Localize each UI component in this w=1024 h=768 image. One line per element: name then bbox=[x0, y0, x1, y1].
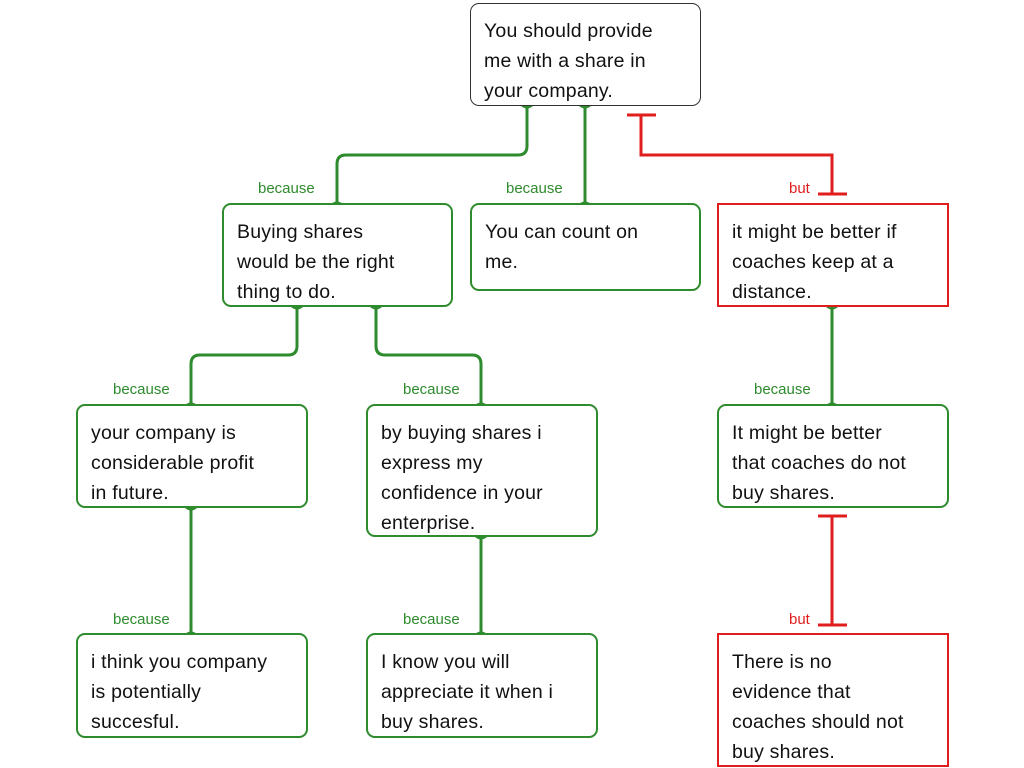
node-line: distance. bbox=[732, 281, 812, 303]
junction-root-count bbox=[579, 106, 591, 109]
label-profit: because bbox=[113, 381, 170, 398]
node-line: Buying shares bbox=[237, 221, 364, 243]
node-count-on-me[interactable]: You can count on me. bbox=[470, 203, 701, 291]
label-confidence: because bbox=[403, 381, 460, 398]
label-count: because bbox=[506, 180, 563, 197]
node-potentially-successful[interactable]: i think you company is potentially succe… bbox=[76, 633, 308, 738]
node-line: You can count on bbox=[485, 221, 639, 243]
node-line: i think you company bbox=[91, 651, 268, 673]
node-line: buy shares. bbox=[732, 482, 836, 504]
connector-buying-profit bbox=[189, 307, 299, 405]
junction-profit-successful bbox=[185, 508, 197, 511]
node-considerable-profit[interactable]: your company is considerable profit in f… bbox=[76, 404, 308, 508]
node-root-claim[interactable]: You should provide me with a share in yo… bbox=[470, 3, 701, 106]
node-line: by buying shares i bbox=[381, 422, 542, 444]
node-line: express my bbox=[381, 452, 483, 474]
node-line: your company is bbox=[91, 422, 236, 444]
node-line: It might be better bbox=[732, 422, 882, 444]
node-line: would be the right bbox=[237, 251, 395, 273]
node-line: I know you will bbox=[381, 651, 510, 673]
node-keep-distance[interactable]: it might be better if coaches keep at a … bbox=[717, 203, 949, 307]
node-express-confidence[interactable]: by buying shares i express my confidence… bbox=[366, 404, 598, 537]
node-line: buy shares. bbox=[381, 711, 485, 733]
label-appreciate: because bbox=[403, 611, 460, 628]
node-no-evidence[interactable]: There is no evidence that coaches should… bbox=[717, 633, 949, 767]
node-line: coaches keep at a bbox=[732, 251, 894, 273]
node-line: considerable profit bbox=[91, 452, 255, 474]
node-line: appreciate it when i bbox=[381, 681, 554, 703]
node-line: thing to do. bbox=[237, 281, 336, 303]
junction-buying-profit bbox=[291, 307, 303, 310]
label-buying: because bbox=[258, 180, 315, 197]
label-evidence: but bbox=[789, 611, 810, 628]
junction-distance-better bbox=[826, 307, 838, 310]
node-coaches-not-buy[interactable]: It might be better that coaches do not b… bbox=[717, 404, 949, 508]
node-line: There is no bbox=[732, 651, 832, 673]
label-better: because bbox=[754, 381, 811, 398]
junction-buying-confidence bbox=[370, 307, 382, 310]
node-line: that coaches do not bbox=[732, 452, 907, 474]
label-successful: because bbox=[113, 611, 170, 628]
node-line: confidence in your bbox=[381, 482, 543, 504]
junction-confidence-appreciate bbox=[475, 537, 487, 540]
connector-root-distance bbox=[639, 115, 834, 194]
node-line: evidence that bbox=[732, 681, 851, 703]
node-line: buy shares. bbox=[732, 741, 836, 763]
node-line: your company. bbox=[484, 80, 614, 102]
node-line: it might be better if bbox=[732, 221, 897, 243]
label-distance: but bbox=[789, 180, 810, 197]
node-line: in future. bbox=[91, 482, 169, 504]
node-appreciate-it[interactable]: I know you will appreciate it when i buy… bbox=[366, 633, 598, 738]
node-line: coaches should not bbox=[732, 711, 904, 733]
node-buying-shares[interactable]: Buying shares would be the right thing t… bbox=[222, 203, 453, 307]
node-line: me. bbox=[485, 251, 519, 273]
junction-root-buying bbox=[521, 106, 533, 109]
connector-root-buying bbox=[335, 106, 529, 204]
node-line: is potentially bbox=[91, 681, 202, 703]
node-line: me with a share in bbox=[484, 50, 646, 72]
node-line: You should provide bbox=[484, 20, 653, 42]
connector-buying-confidence bbox=[374, 307, 483, 405]
node-line: succesful. bbox=[91, 711, 180, 733]
node-line: enterprise. bbox=[381, 512, 476, 534]
